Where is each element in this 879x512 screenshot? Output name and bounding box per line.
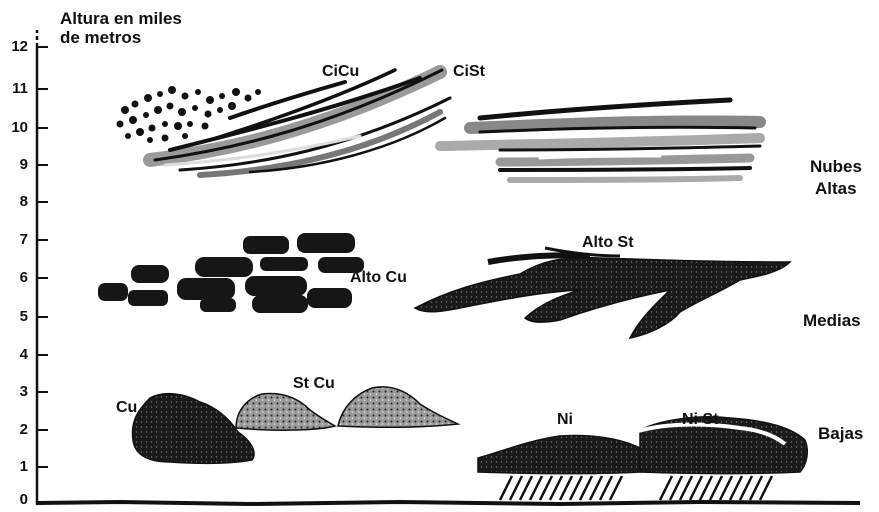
tick-label-8: 8 bbox=[2, 194, 28, 209]
cist-cloud bbox=[440, 100, 760, 180]
label-altost: Alto St bbox=[582, 235, 634, 251]
tick-label-7: 7 bbox=[2, 232, 28, 247]
label-medium: Medias bbox=[803, 312, 861, 329]
tick-label-0: 0 bbox=[2, 492, 28, 507]
rain-streaks bbox=[500, 476, 772, 500]
tick-label-5: 5 bbox=[2, 309, 28, 324]
axis-title-line1: Altura en miles bbox=[60, 10, 182, 27]
tick-label-2: 2 bbox=[2, 422, 28, 437]
tick-label-1: 1 bbox=[2, 459, 28, 474]
tick-label-11: 11 bbox=[2, 81, 28, 96]
label-cu: Cu bbox=[116, 400, 137, 416]
tick-label-10: 10 bbox=[2, 120, 28, 135]
label-nist: Ni St bbox=[682, 412, 718, 428]
altost-cloud bbox=[415, 248, 790, 338]
label-cist: CiSt bbox=[453, 64, 485, 80]
altocu-cloud bbox=[98, 233, 364, 313]
tick-label-9: 9 bbox=[2, 157, 28, 172]
nist-cloud bbox=[635, 417, 807, 474]
y-axis-ticks bbox=[37, 47, 48, 467]
label-high-1: Nubes bbox=[810, 158, 862, 175]
label-stcu: St Cu bbox=[293, 376, 335, 392]
label-low: Bajas bbox=[818, 425, 863, 442]
ni-cloud bbox=[478, 436, 640, 474]
stcu-cloud bbox=[236, 387, 458, 430]
label-high-2: Altas bbox=[815, 180, 857, 197]
tick-label-12: 12 bbox=[2, 39, 28, 54]
tick-label-4: 4 bbox=[2, 347, 28, 362]
tick-label-3: 3 bbox=[2, 384, 28, 399]
axis-title-line2: de metros bbox=[60, 29, 141, 46]
ground-line bbox=[37, 502, 860, 504]
cirrus-streaks bbox=[150, 70, 450, 175]
tick-label-6: 6 bbox=[2, 270, 28, 285]
label-altocu: Alto Cu bbox=[350, 270, 407, 286]
label-ni: Ni bbox=[557, 412, 573, 428]
label-cicu: CiCu bbox=[322, 64, 359, 80]
